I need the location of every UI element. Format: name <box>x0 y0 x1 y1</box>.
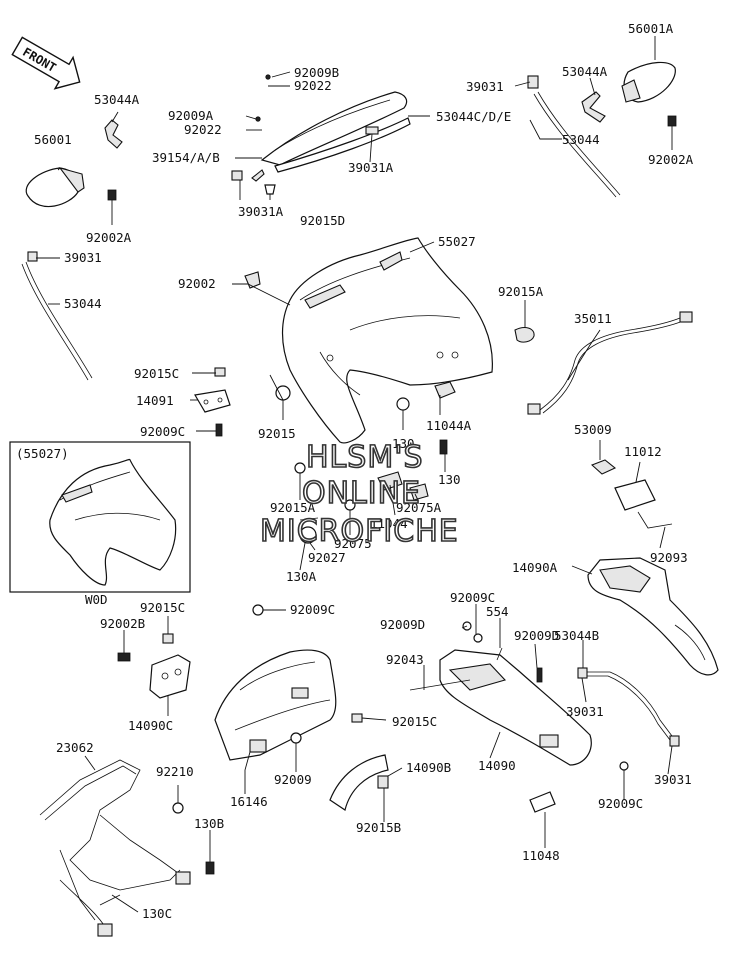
label-55027: 55027 <box>438 234 476 249</box>
cable-53044B-part <box>529 667 680 813</box>
label-53009: 53009 <box>574 422 612 437</box>
label-53044A-right: 53044A <box>562 64 608 79</box>
label-92015B: 92015B <box>356 820 401 835</box>
label-92015: 92015 <box>258 426 296 441</box>
label-92009B: 92009B <box>294 65 339 80</box>
inset-caption: W0D <box>85 592 108 607</box>
label-130B: 130B <box>194 816 224 831</box>
watermark: HLSM'S ONLINE MICROFICHE <box>259 439 459 550</box>
label-92015C-meter: 92015C <box>392 714 437 729</box>
bracket-14091-part <box>194 367 231 437</box>
upper-cowl-part <box>244 237 535 444</box>
label-56001: 56001 <box>34 132 72 147</box>
duct-14090B-part <box>329 754 389 811</box>
windshield-part <box>231 74 411 195</box>
label-92009D-left: 92009D <box>380 617 425 632</box>
label-14090A: 14090A <box>512 560 558 575</box>
label-92009D-right: 92009D <box>514 628 559 643</box>
label-92075A: 92075A <box>396 500 442 515</box>
label-130-lower: 130 <box>438 472 461 487</box>
label-92210: 92210 <box>156 764 194 779</box>
label-39031-top-right: 39031 <box>466 79 504 94</box>
label-92009: 92009 <box>274 772 312 787</box>
label-92022-top: 92022 <box>294 78 332 93</box>
left-mirror-part <box>21 119 123 381</box>
label-92015D: 92015D <box>300 213 345 228</box>
label-92002B: 92002B <box>100 616 145 631</box>
leader-lines <box>36 36 673 913</box>
label-130C: 130C <box>142 906 172 921</box>
label-53044A-left: 53044A <box>94 92 140 107</box>
label-92002A-right: 92002A <box>648 152 694 167</box>
label-92009C-center: 92009C <box>450 590 495 605</box>
label-39154AB: 39154/A/B <box>152 150 220 165</box>
label-39031A-right: 39031A <box>348 160 394 175</box>
part-labels: 56001A 53044A 39031 53044 92002A 92009B … <box>34 21 694 921</box>
label-53044-left: 53044 <box>64 296 102 311</box>
label-92027: 92027 <box>308 550 346 565</box>
label-92009C-lower-right: 92009C <box>598 796 643 811</box>
watermark-line-1: HLSM'S <box>306 440 424 475</box>
watermark-line-2: ONLINE <box>302 476 421 511</box>
inset-box: (55027) <box>9 441 191 593</box>
label-39031-left: 39031 <box>64 250 102 265</box>
watermark-line-3: MICROFICHE <box>260 514 459 549</box>
label-554: 554 <box>486 604 509 619</box>
label-23062: 23062 <box>56 740 94 755</box>
label-53044B: 53044B <box>554 628 599 643</box>
label-11044A: 11044A <box>426 418 472 433</box>
label-56001A: 56001A <box>628 21 674 36</box>
label-53044CDE: 53044C/D/E <box>436 109 511 124</box>
label-39031-bottom-right: 39031 <box>654 772 692 787</box>
inner-fairing-14090A-part <box>587 557 719 676</box>
label-14090: 14090 <box>478 758 516 773</box>
right-mirror-part <box>527 61 677 198</box>
label-14090C: 14090C <box>128 718 173 733</box>
label-92022-left: 92022 <box>184 122 222 137</box>
label-92009A: 92009A <box>168 108 214 123</box>
front-arrow-icon: FRONT <box>11 36 81 90</box>
label-11044: 11044 <box>370 516 408 531</box>
label-35011: 35011 <box>574 311 612 326</box>
relay-11012-part <box>590 459 673 529</box>
label-92075: 92075 <box>334 536 372 551</box>
label-16146: 16146 <box>230 794 268 809</box>
label-92015C-lower-left: 92015C <box>140 600 185 615</box>
brake-pipe-part <box>527 311 693 415</box>
label-11048: 11048 <box>522 848 560 863</box>
center-hardware-part <box>294 381 456 544</box>
inset-title: (55027) <box>16 446 69 461</box>
label-39031A-left: 39031A <box>238 204 284 219</box>
label-39031-bottom-right-upper: 39031 <box>566 704 604 719</box>
label-130A: 130A <box>286 569 317 584</box>
label-130-upper: 130 <box>392 436 415 451</box>
label-92009C-left: 92009C <box>140 424 185 439</box>
label-14090B: 14090B <box>406 760 451 775</box>
label-92093: 92093 <box>650 550 688 565</box>
meter-cover-16146-part <box>214 604 363 761</box>
label-92043: 92043 <box>386 652 424 667</box>
label-92002: 92002 <box>178 276 216 291</box>
label-92002A-left: 92002A <box>86 230 132 245</box>
stay-23062-part <box>39 759 215 937</box>
label-53044-right: 53044 <box>562 132 600 147</box>
inner-fairing-14090-part <box>409 621 592 766</box>
label-92009C-meter: 92009C <box>290 602 335 617</box>
label-92015C-left: 92015C <box>134 366 179 381</box>
cover-14090C-part <box>117 633 191 699</box>
label-14091: 14091 <box>136 393 174 408</box>
label-11012: 11012 <box>624 444 662 459</box>
label-92015A-right: 92015A <box>498 284 544 299</box>
label-92015A-center: 92015A <box>270 500 316 515</box>
